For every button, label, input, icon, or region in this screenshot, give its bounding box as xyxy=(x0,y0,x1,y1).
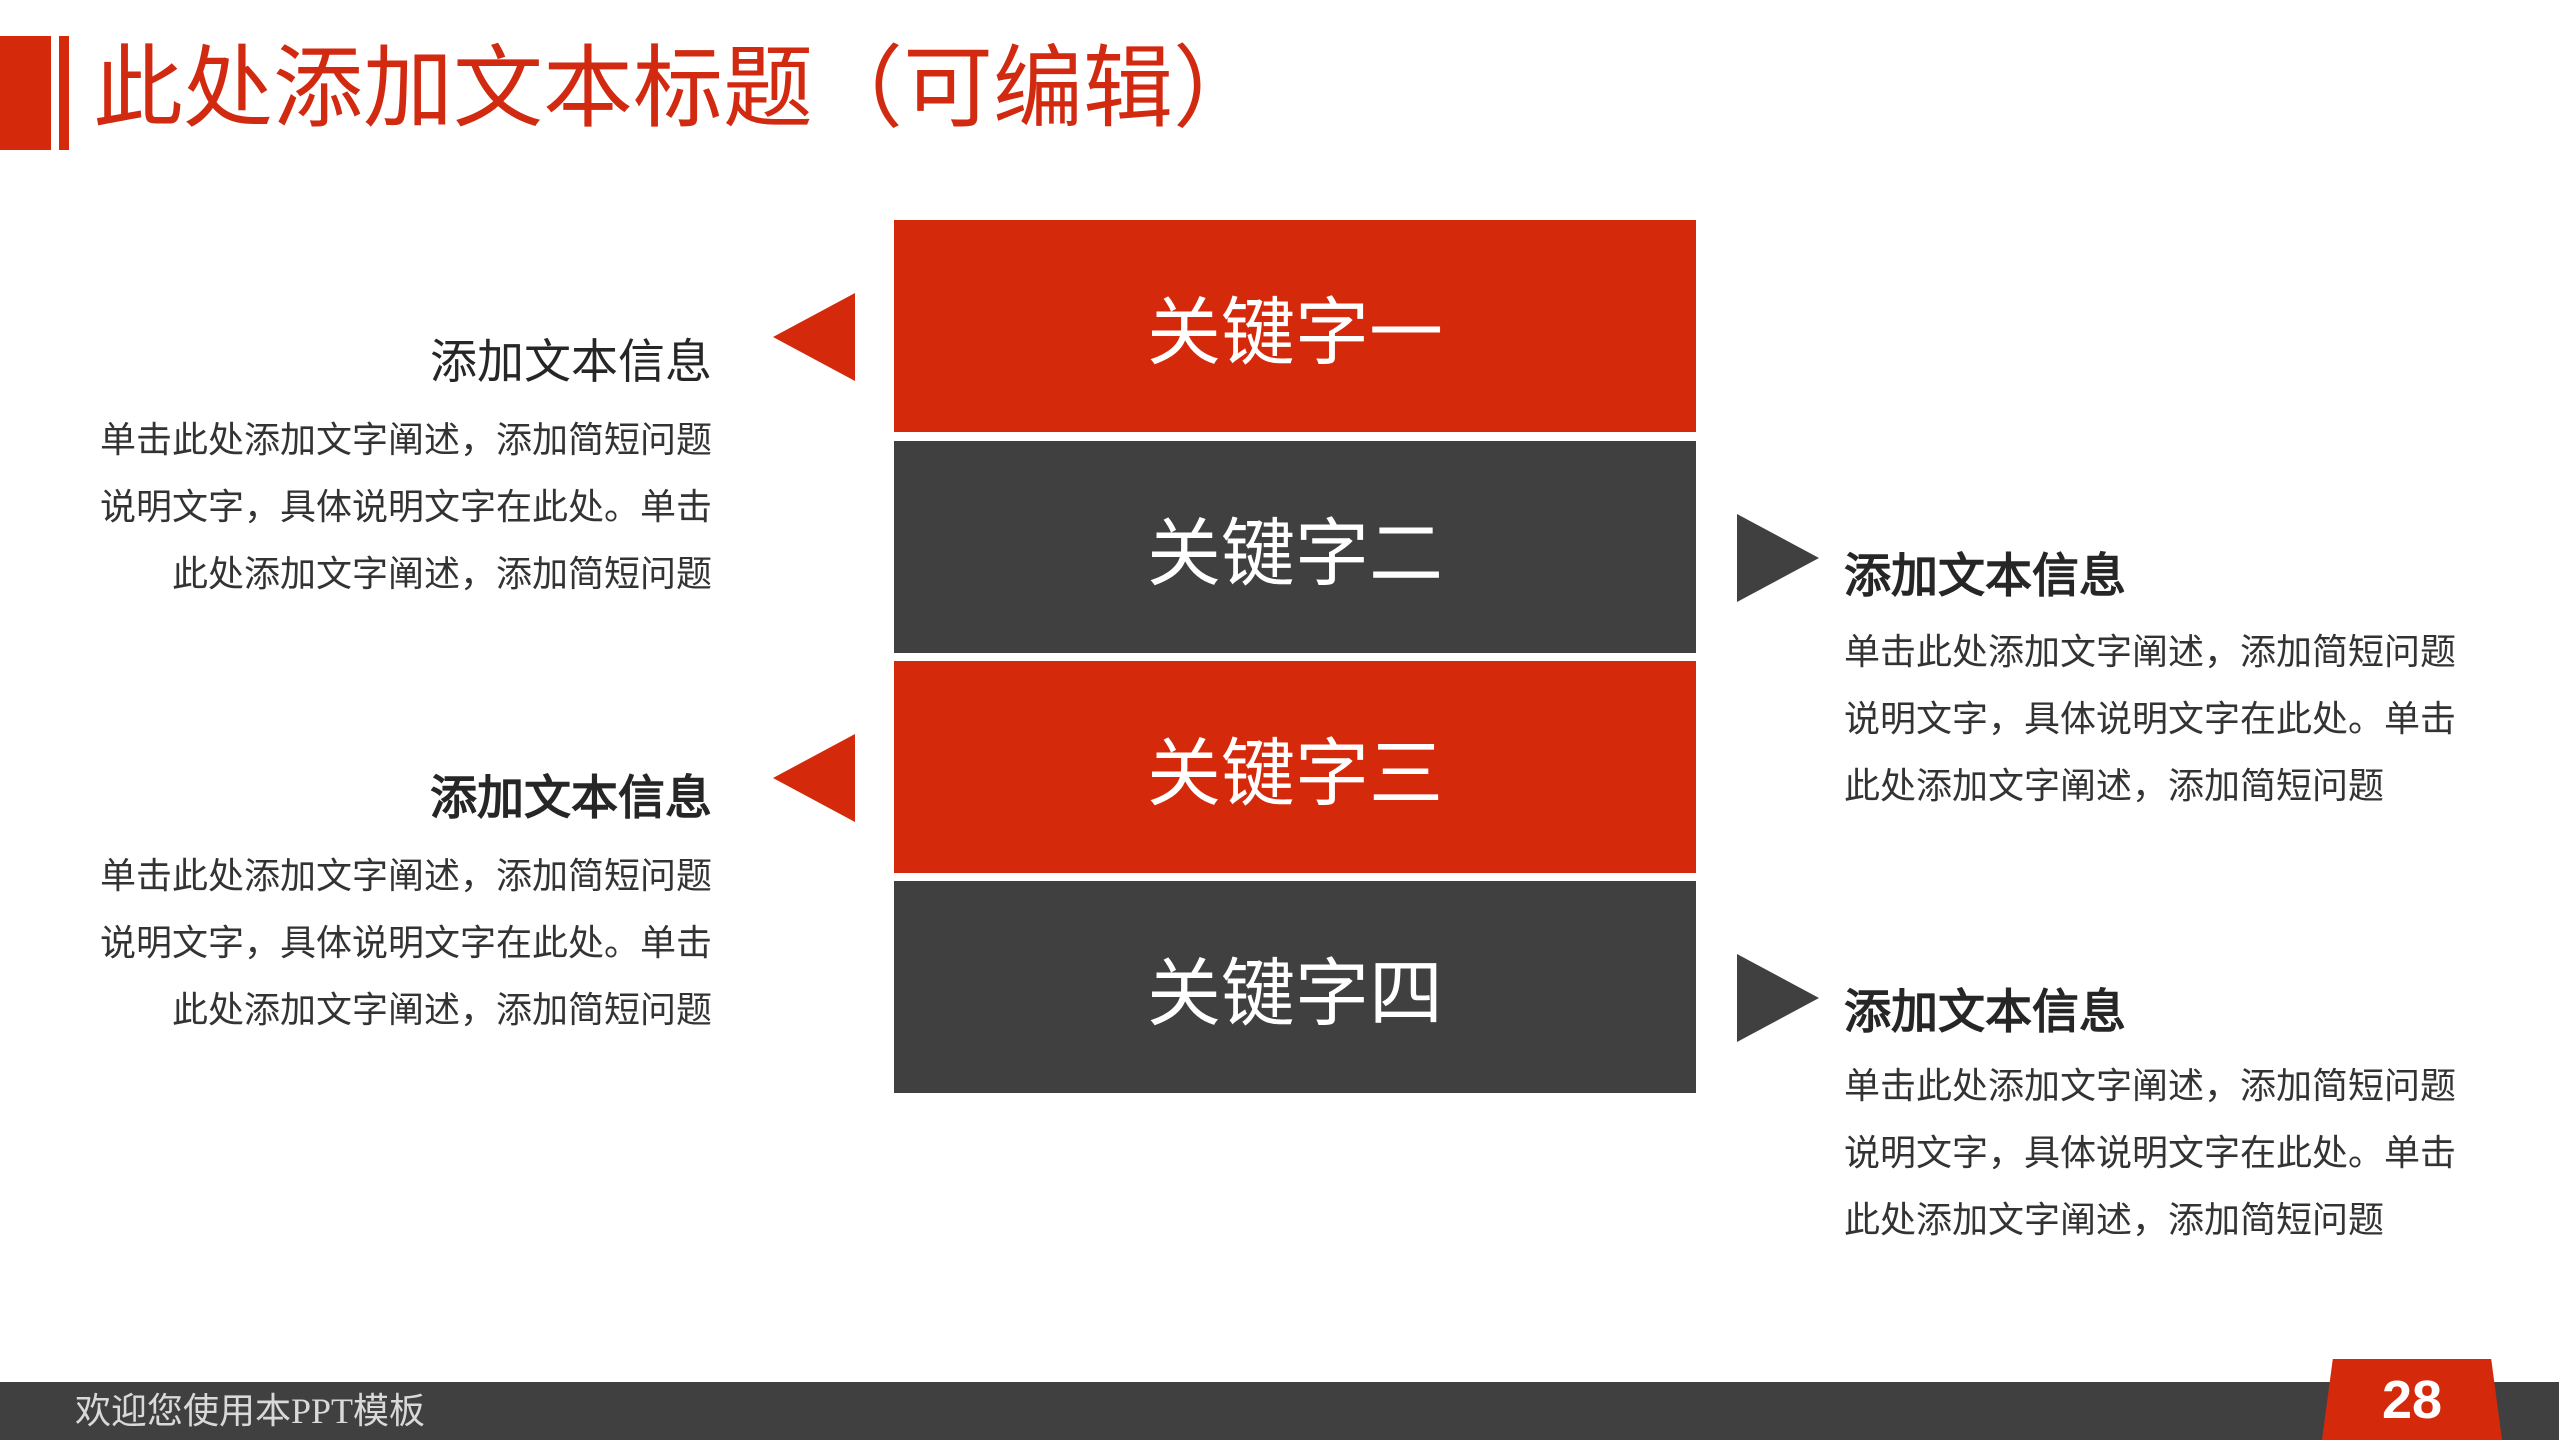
triangle-left-icon xyxy=(773,293,855,381)
keyword-block-2: 关键字二 xyxy=(894,441,1696,653)
left-item-1-line-2: 说明文字，具体说明文字在此处。单击 xyxy=(99,486,712,527)
right-item-2-line-2: 说明文字，具体说明文字在此处。单击 xyxy=(1844,1132,2457,1173)
left-item-2-title: 添加文本信息 xyxy=(430,771,712,824)
left-item-2-line-2: 说明文字，具体说明文字在此处。单击 xyxy=(99,922,712,963)
right-item-2-line-3: 此处添加文字阐述，添加简短问题 xyxy=(1844,1199,2385,1240)
keyword-block-3: 关键字三 xyxy=(894,661,1696,873)
right-item-1-line-3: 此处添加文字阐述，添加简短问题 xyxy=(1844,765,2385,806)
left-item-1-title: 添加文本信息 xyxy=(430,335,712,388)
keyword-block-1: 关键字一 xyxy=(894,220,1696,432)
triangle-right-icon xyxy=(1737,514,1819,602)
keyword-label-3: 关键字三 xyxy=(1147,733,1443,816)
left-item-2-line-1: 单击此处添加文字阐述，添加简短问题 xyxy=(99,855,712,896)
page-number: 28 xyxy=(2381,1369,2443,1430)
header-accent-block xyxy=(0,36,51,150)
keyword-label-2: 关键字二 xyxy=(1147,513,1443,596)
left-item-1-body: 单击此处添加文字阐述，添加简短问题 说明文字，具体说明文字在此处。单击 此处添加… xyxy=(0,406,712,607)
keyword-block-4: 关键字四 xyxy=(894,881,1696,1093)
left-item-1-line-3: 此处添加文字阐述，添加简短问题 xyxy=(171,553,712,594)
left-item-1-line-1: 单击此处添加文字阐述，添加简短问题 xyxy=(99,419,712,460)
right-item-2-title: 添加文本信息 xyxy=(1844,985,2126,1038)
right-item-1-title: 添加文本信息 xyxy=(1844,549,2126,602)
triangle-right-icon xyxy=(1737,954,1819,1042)
keyword-label-1: 关键字一 xyxy=(1147,292,1443,375)
left-item-2-line-3: 此处添加文字阐述，添加简短问题 xyxy=(171,989,712,1030)
footer-bar xyxy=(0,1382,2559,1440)
left-item-2-body: 单击此处添加文字阐述，添加简短问题 说明文字，具体说明文字在此处。单击 此处添加… xyxy=(0,842,712,1043)
keyword-label-4: 关键字四 xyxy=(1147,953,1443,1036)
triangle-left-icon xyxy=(773,734,855,822)
page-title: 此处添加文本标题（可编辑） xyxy=(93,40,1263,139)
right-item-2-body: 单击此处添加文字阐述，添加简短问题 说明文字，具体说明文字在此处。单击 此处添加… xyxy=(1844,1052,2544,1253)
right-item-1-line-1: 单击此处添加文字阐述，添加简短问题 xyxy=(1844,631,2457,672)
right-item-1-line-2: 说明文字，具体说明文字在此处。单击 xyxy=(1844,698,2457,739)
header-accent-bar xyxy=(59,36,69,150)
page-number-badge: 28 xyxy=(2322,1359,2502,1440)
right-item-2-line-1: 单击此处添加文字阐述，添加简短问题 xyxy=(1844,1065,2457,1106)
footer-text: 欢迎您使用本PPT模板 xyxy=(75,1391,426,1431)
right-item-1-body: 单击此处添加文字阐述，添加简短问题 说明文字，具体说明文字在此处。单击 此处添加… xyxy=(1844,618,2544,819)
